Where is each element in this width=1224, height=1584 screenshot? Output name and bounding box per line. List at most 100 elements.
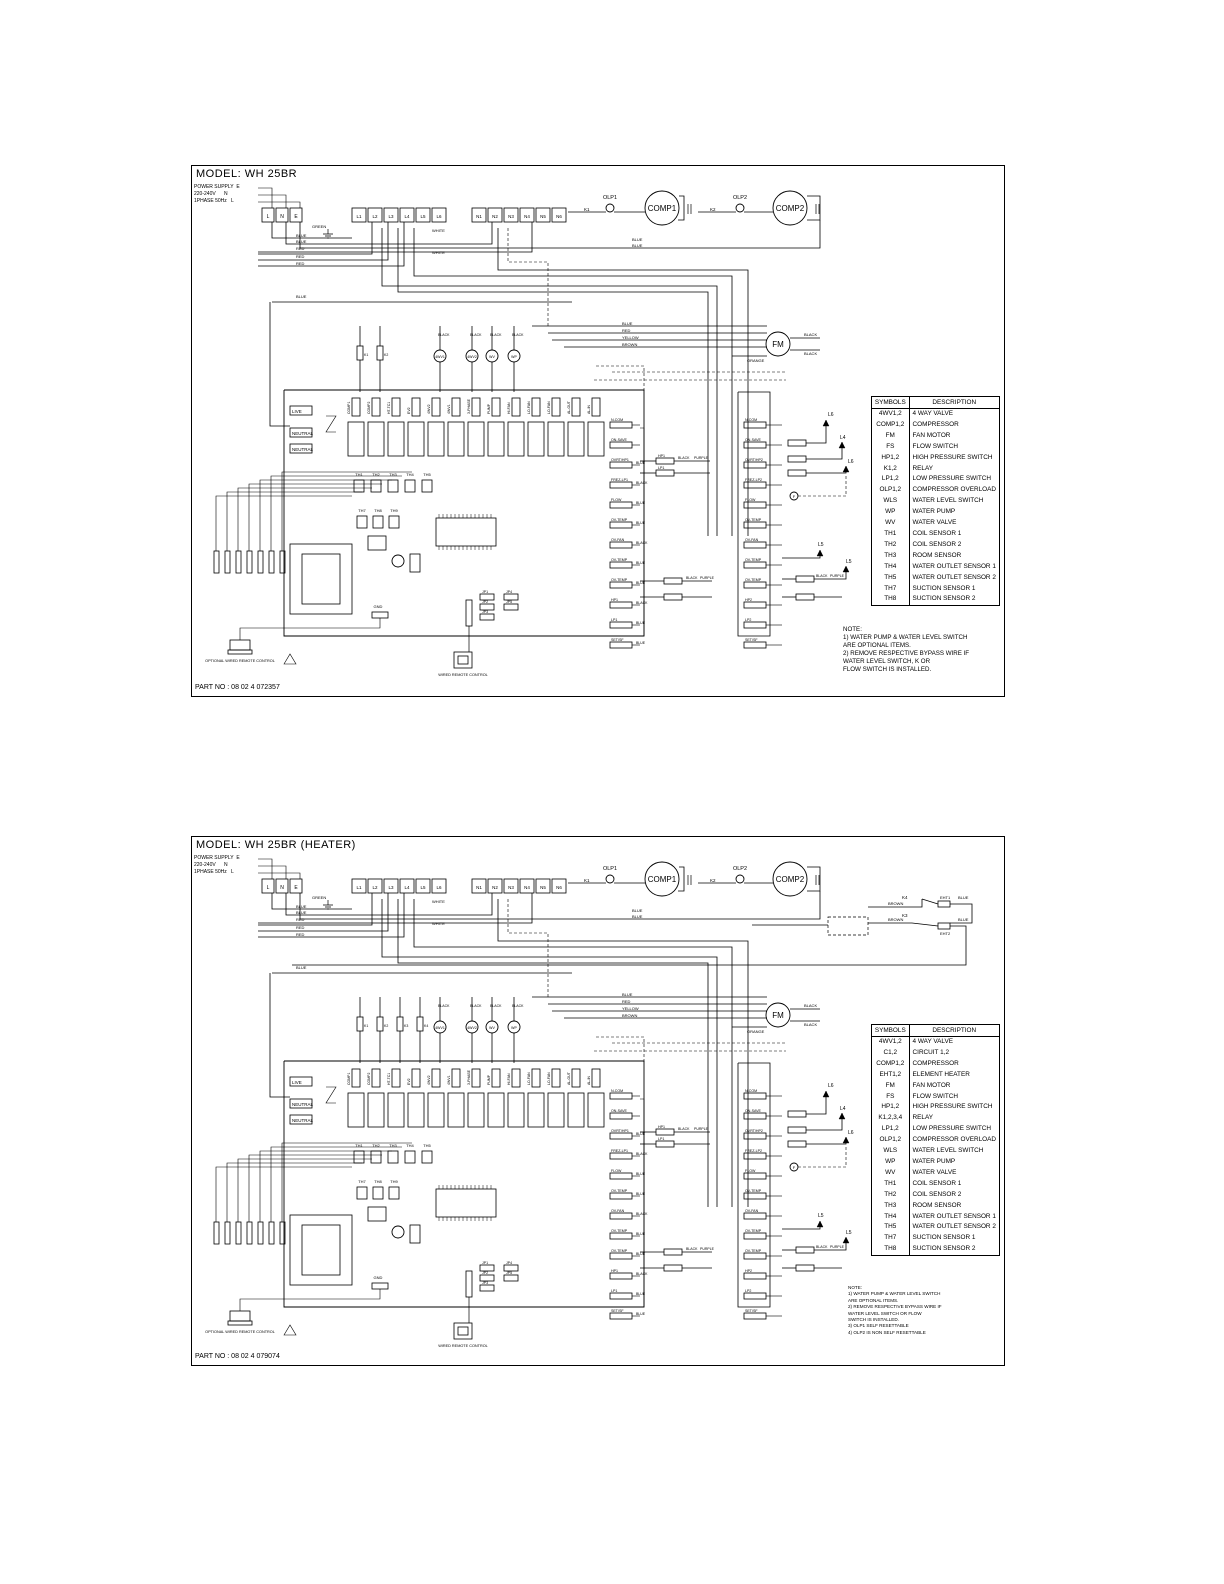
terminal-strip-n [487, 878, 503, 894]
symbol-code: TH3 [872, 1200, 910, 1212]
relay-label: K4 [424, 1024, 428, 1028]
wire [258, 893, 533, 924]
input-terminal-label: LP1 [611, 618, 617, 622]
wire-label-purple: PURPLE [830, 574, 845, 578]
input-terminal-2 [743, 1292, 767, 1300]
terminal-label: N4 [524, 214, 530, 219]
wire [806, 1137, 847, 1145]
symbol-code: C1,2 [872, 1047, 910, 1059]
input-terminal-2 [743, 581, 767, 589]
wire-label: BLUE [636, 641, 646, 645]
terminal-label: L4 [404, 214, 410, 219]
capacitor-icon [687, 875, 692, 885]
wire-label-black: BLACK [470, 333, 482, 337]
input-terminal [609, 561, 633, 569]
terminal-strip-n [471, 878, 487, 894]
input-terminal-label: OVRT/HP2 [745, 458, 763, 462]
sensor-label: TH5 [423, 472, 431, 477]
hp-switch [663, 1248, 683, 1256]
symbol-description: WATER VALVE [912, 1168, 957, 1176]
board-connector-label: HI-FAN [507, 1073, 511, 1085]
relay-label: K1 [364, 353, 368, 357]
wire-label: BLUE [636, 1292, 646, 1296]
terminal-label: L2 [372, 214, 378, 219]
relay-block [547, 1092, 565, 1128]
wire-label-blue: BLUE [296, 965, 307, 970]
compressor-1-icon [644, 190, 680, 226]
connector-component [409, 553, 421, 573]
wire [258, 858, 273, 879]
input-terminal-label: SET/SF [611, 1309, 624, 1313]
relay-block [407, 421, 425, 457]
input-terminal-label: SET/SF [745, 638, 758, 642]
terminal-label: L5 [420, 885, 426, 890]
valve-label: 4WV2 [467, 355, 477, 359]
symbol-description: RELAY [912, 464, 934, 472]
compressor-2-label: COMP2 [776, 875, 805, 884]
symbol-code: WP [872, 1156, 910, 1168]
board-connector [471, 397, 481, 417]
wire-label-black: BLACK [678, 1127, 690, 1131]
symbol-description: COMPRESSOR [912, 1059, 959, 1067]
relay-block [527, 1092, 545, 1128]
input-terminal-label: OV-TEMP [611, 1229, 628, 1233]
valve-label: WP [511, 1026, 517, 1030]
wire-label-brown: BROWN [888, 901, 903, 906]
sensor-header [370, 479, 382, 493]
optional-remote-base [227, 649, 253, 655]
input-terminal [609, 1292, 633, 1300]
symbol-description: COMPRESSOR [912, 420, 959, 428]
symbol-code: FM [872, 430, 910, 442]
board-terminal [289, 427, 313, 438]
terminal-n [275, 207, 289, 223]
board-connector [531, 397, 541, 417]
fan-motor-icon [765, 1002, 791, 1028]
symbol-description: SUCTION SENSOR 2 [912, 595, 976, 603]
wire [270, 475, 402, 551]
relay-coil [396, 1016, 404, 1032]
wire [814, 1243, 847, 1251]
olp1-icon [605, 203, 615, 213]
terminal-label: N [280, 214, 284, 220]
wire-label-red: RED [296, 917, 305, 922]
switch-label: LP1 [658, 466, 664, 470]
relay-block [367, 1092, 385, 1128]
terminal-strip-n [519, 207, 535, 223]
symbol-code: LP1,2 [872, 1124, 910, 1136]
input-terminal-2 [743, 481, 767, 489]
terminal-label: E [294, 885, 298, 891]
terminal-strip-l [431, 878, 447, 894]
optional-remote-icon [229, 1310, 251, 1322]
note-text: NOTE: 1) WATER PUMP & WATER LEVEL SWITCH… [848, 1285, 942, 1335]
terminal-label: L2 [372, 885, 378, 890]
jumper-label: JP5 [506, 1271, 512, 1275]
wire-label-black: BLACK [686, 576, 698, 580]
terminal-strip-n [551, 878, 567, 894]
sensor-header [388, 515, 400, 529]
sensor-probe [246, 550, 253, 574]
symbol-code: TH8 [872, 1244, 910, 1256]
wire-label-black: BLACK [816, 1245, 828, 1249]
input-terminal-label: SET/SF [611, 638, 624, 642]
input-terminal [609, 1192, 633, 1200]
board-terminal [289, 443, 313, 454]
sensor-header [372, 515, 384, 529]
heater-eht2 [937, 922, 951, 930]
valve-label: WP [511, 355, 517, 359]
l-reference-label: L5 [846, 1230, 852, 1236]
wire [258, 201, 301, 208]
terminal-label: L1 [356, 214, 362, 219]
sensor-probe [213, 1221, 220, 1245]
sensor-header [404, 479, 416, 493]
jumper-label: JP2 [482, 600, 488, 604]
lp-switch [655, 1140, 675, 1148]
terminal-label: N1 [476, 214, 482, 219]
wire [285, 222, 493, 245]
input-terminal-label: OV-FAN [611, 1209, 625, 1213]
